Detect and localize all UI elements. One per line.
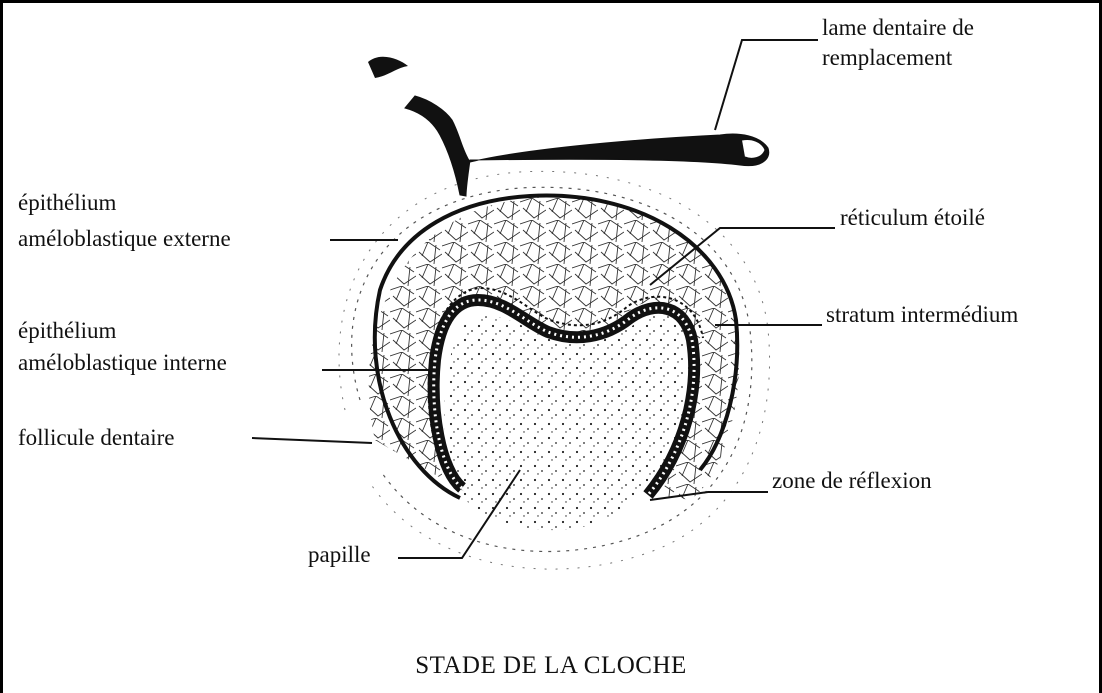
- label-lame-line2: remplacement: [822, 45, 952, 71]
- label-papille: papille: [308, 542, 371, 568]
- label-follicule: follicule dentaire: [18, 425, 174, 451]
- label-epi-int-line1: épithélium: [18, 318, 116, 344]
- label-lame-line1: lame dentaire de: [822, 15, 974, 41]
- leader-follicule: [252, 438, 372, 443]
- label-epi-ext-line1: épithélium: [18, 190, 116, 216]
- label-reticulum: réticulum étoilé: [840, 205, 985, 231]
- figure-title: STADE DE LA CLOCHE: [0, 652, 1102, 680]
- label-epi-int-line2: améloblastique interne: [18, 350, 227, 376]
- label-stratum: stratum intermédium: [826, 302, 1018, 328]
- label-zone: zone de réflexion: [772, 468, 932, 494]
- leader-lame: [715, 40, 818, 130]
- label-epi-ext-line2: améloblastique externe: [18, 226, 231, 252]
- lame-dentaire: [368, 57, 769, 196]
